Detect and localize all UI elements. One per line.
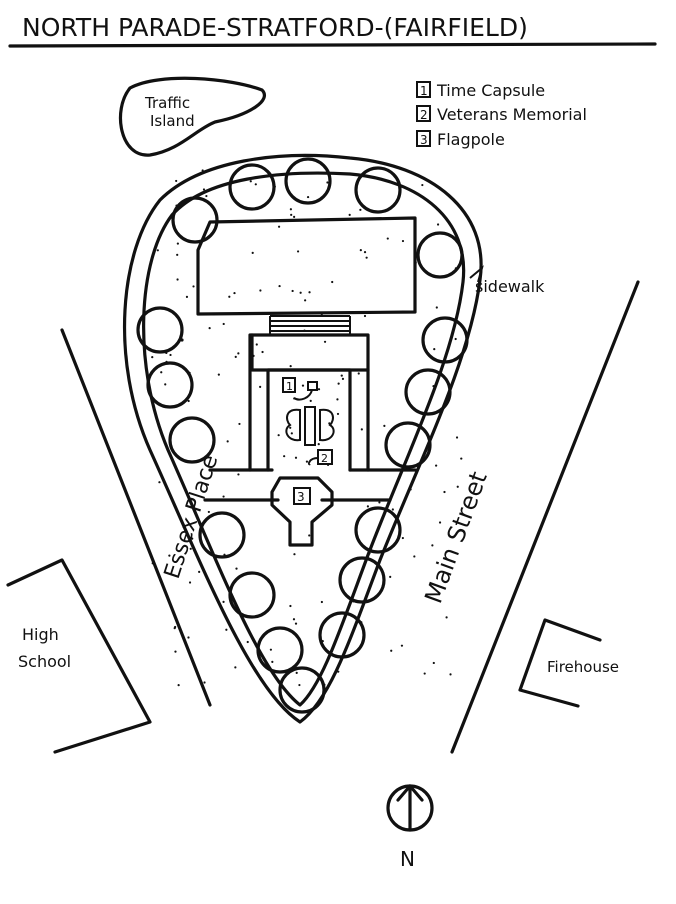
tree-icon [228, 571, 276, 619]
tree-icon [228, 163, 276, 211]
svg-text:3: 3 [420, 133, 428, 147]
tree-icon [318, 611, 366, 659]
tree-icon [136, 306, 184, 354]
tree-icon [171, 196, 219, 244]
tree-icon [284, 157, 332, 205]
tree-icon [354, 166, 402, 214]
tree-icon [256, 626, 304, 674]
legend-veterans-memorial: Veterans Memorial [437, 105, 587, 124]
svg-text:1: 1 [286, 380, 293, 393]
tree-icon [146, 361, 194, 409]
traffic-island: Traffic Island [118, 76, 266, 157]
trees [136, 157, 469, 714]
north-arrow: N [386, 784, 434, 871]
tree-icon [168, 416, 216, 464]
map-title: NORTH PARADE-STRATFORD-(FAIRFIELD) [22, 13, 528, 42]
tree-icon [404, 368, 452, 416]
tree-icon [384, 421, 432, 469]
svg-text:3: 3 [297, 490, 305, 504]
tree-icon [416, 231, 464, 279]
svg-text:Traffic: Traffic [144, 94, 190, 112]
legend-time-capsule: Time Capsule [436, 81, 545, 100]
tree-icon [354, 506, 402, 554]
streets: Essex Place Main Street sidewalk [60, 265, 640, 754]
flagpole-plaza [270, 476, 334, 547]
marker-1 [282, 377, 296, 393]
firehouse: Firehouse [518, 618, 619, 708]
legend-flagpole: Flagpole [437, 130, 505, 149]
memorial-area: 1 2 3 [270, 377, 335, 547]
tree-icon [198, 511, 246, 559]
svg-text:2: 2 [321, 452, 328, 465]
main-street-label: Main Street [419, 468, 492, 607]
svg-text:Firehouse: Firehouse [547, 658, 619, 676]
svg-text:School: School [18, 652, 71, 671]
tree-icon [421, 316, 469, 364]
high-school: High School [6, 558, 152, 754]
essex-place-label: Essex Place [160, 452, 223, 582]
svg-text:Island: Island [150, 112, 195, 130]
svg-text:1: 1 [420, 84, 428, 98]
building [196, 216, 417, 335]
paths [180, 333, 417, 502]
title-underline [8, 42, 657, 48]
time-capsule-icon [307, 381, 318, 391]
tree-icon [338, 556, 386, 604]
sidewalk-label: sidewalk [475, 277, 545, 296]
marker-3 [293, 487, 311, 505]
park-outline [123, 153, 483, 724]
svg-text:2: 2 [420, 108, 428, 122]
tree-icon [278, 666, 326, 714]
legend: 1 Time Capsule 2 Veterans Memorial 3 Fla… [416, 81, 587, 149]
north-label: N [400, 847, 415, 871]
veterans-memorial-icon [304, 406, 316, 446]
svg-text:High: High [22, 625, 59, 644]
